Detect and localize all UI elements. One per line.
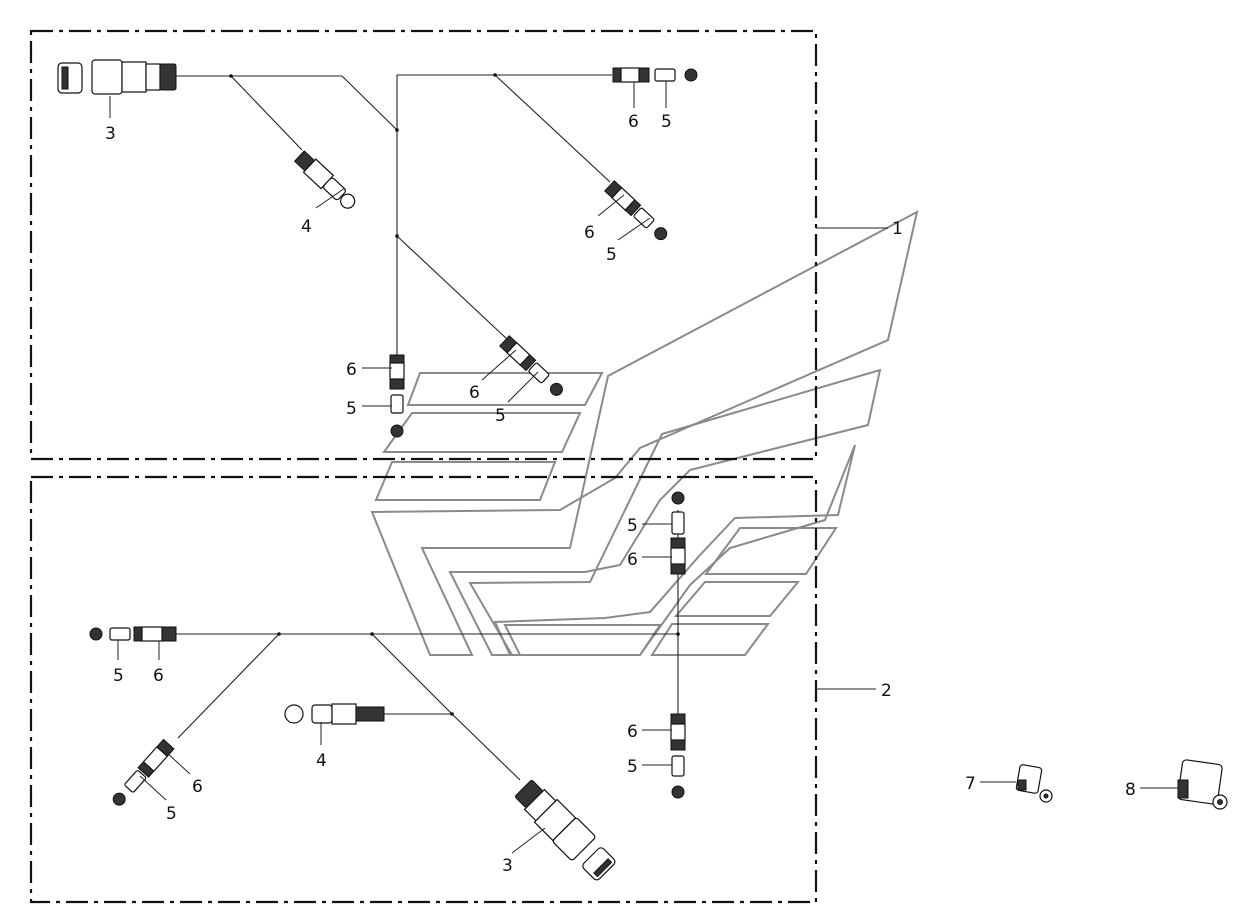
callout-labels: 3 4 6 5 6 5 6 5 6 5 1 2 5 6 5 6 4 6 5 6 … bbox=[105, 112, 1136, 876]
leader-lines bbox=[109, 81, 1178, 854]
callout-7: 7 bbox=[965, 774, 976, 794]
bottom-main-connector bbox=[515, 780, 616, 881]
assembly-2-frame bbox=[29, 475, 818, 904]
callout-5-top-center: 5 bbox=[495, 406, 506, 426]
callout-6-mid-right: 6 bbox=[584, 223, 595, 243]
callout-1: 1 bbox=[892, 219, 903, 239]
assembly-1-frame bbox=[29, 29, 818, 461]
callout-8: 8 bbox=[1125, 780, 1136, 800]
bottom-sensor bbox=[284, 703, 385, 725]
callout-5-top-right: 5 bbox=[661, 112, 672, 132]
callout-6-bottom-vert-upper: 6 bbox=[627, 550, 638, 570]
loose-part-8 bbox=[1177, 759, 1228, 810]
callout-3-top: 3 bbox=[105, 124, 116, 144]
callout-6-bottom-vert-lower: 6 bbox=[627, 722, 638, 742]
top-sensor bbox=[293, 150, 356, 209]
callout-2: 2 bbox=[881, 681, 892, 701]
callout-6-bottom-left: 6 bbox=[153, 666, 164, 686]
loose-part-7 bbox=[1015, 764, 1053, 803]
callout-5-bottom-vert-lower: 5 bbox=[627, 757, 638, 777]
callout-6-bottom-diag: 6 bbox=[192, 777, 203, 797]
callout-6-top-center: 6 bbox=[469, 383, 480, 403]
top-harness-wires bbox=[176, 73, 612, 355]
callout-5-bottom-left: 5 bbox=[113, 666, 124, 686]
cab-outline bbox=[370, 210, 919, 656]
callout-5-top-left: 5 bbox=[346, 399, 357, 419]
callout-6-top-right: 6 bbox=[628, 112, 639, 132]
mid-right-pin-pair bbox=[604, 180, 668, 241]
top-main-connector bbox=[57, 59, 177, 95]
callout-4-bottom: 4 bbox=[316, 751, 327, 771]
callout-4-top: 4 bbox=[301, 217, 312, 237]
bottom-vertical-lower-pin-pair bbox=[670, 713, 686, 799]
callout-5-bottom-vert-upper: 5 bbox=[627, 516, 638, 536]
bottom-vertical-upper-pin-pair bbox=[670, 491, 686, 575]
callout-3-bottom: 3 bbox=[502, 856, 513, 876]
callout-5-mid-right: 5 bbox=[606, 245, 617, 265]
bottom-left-pin-pair bbox=[89, 626, 177, 642]
top-center-pin-pair bbox=[499, 335, 563, 396]
callout-5-bottom-diag: 5 bbox=[166, 804, 177, 824]
top-right-pin-pair bbox=[612, 67, 698, 83]
callout-6-top-left: 6 bbox=[346, 360, 357, 380]
top-left-vertical-pin-pair bbox=[389, 354, 405, 438]
